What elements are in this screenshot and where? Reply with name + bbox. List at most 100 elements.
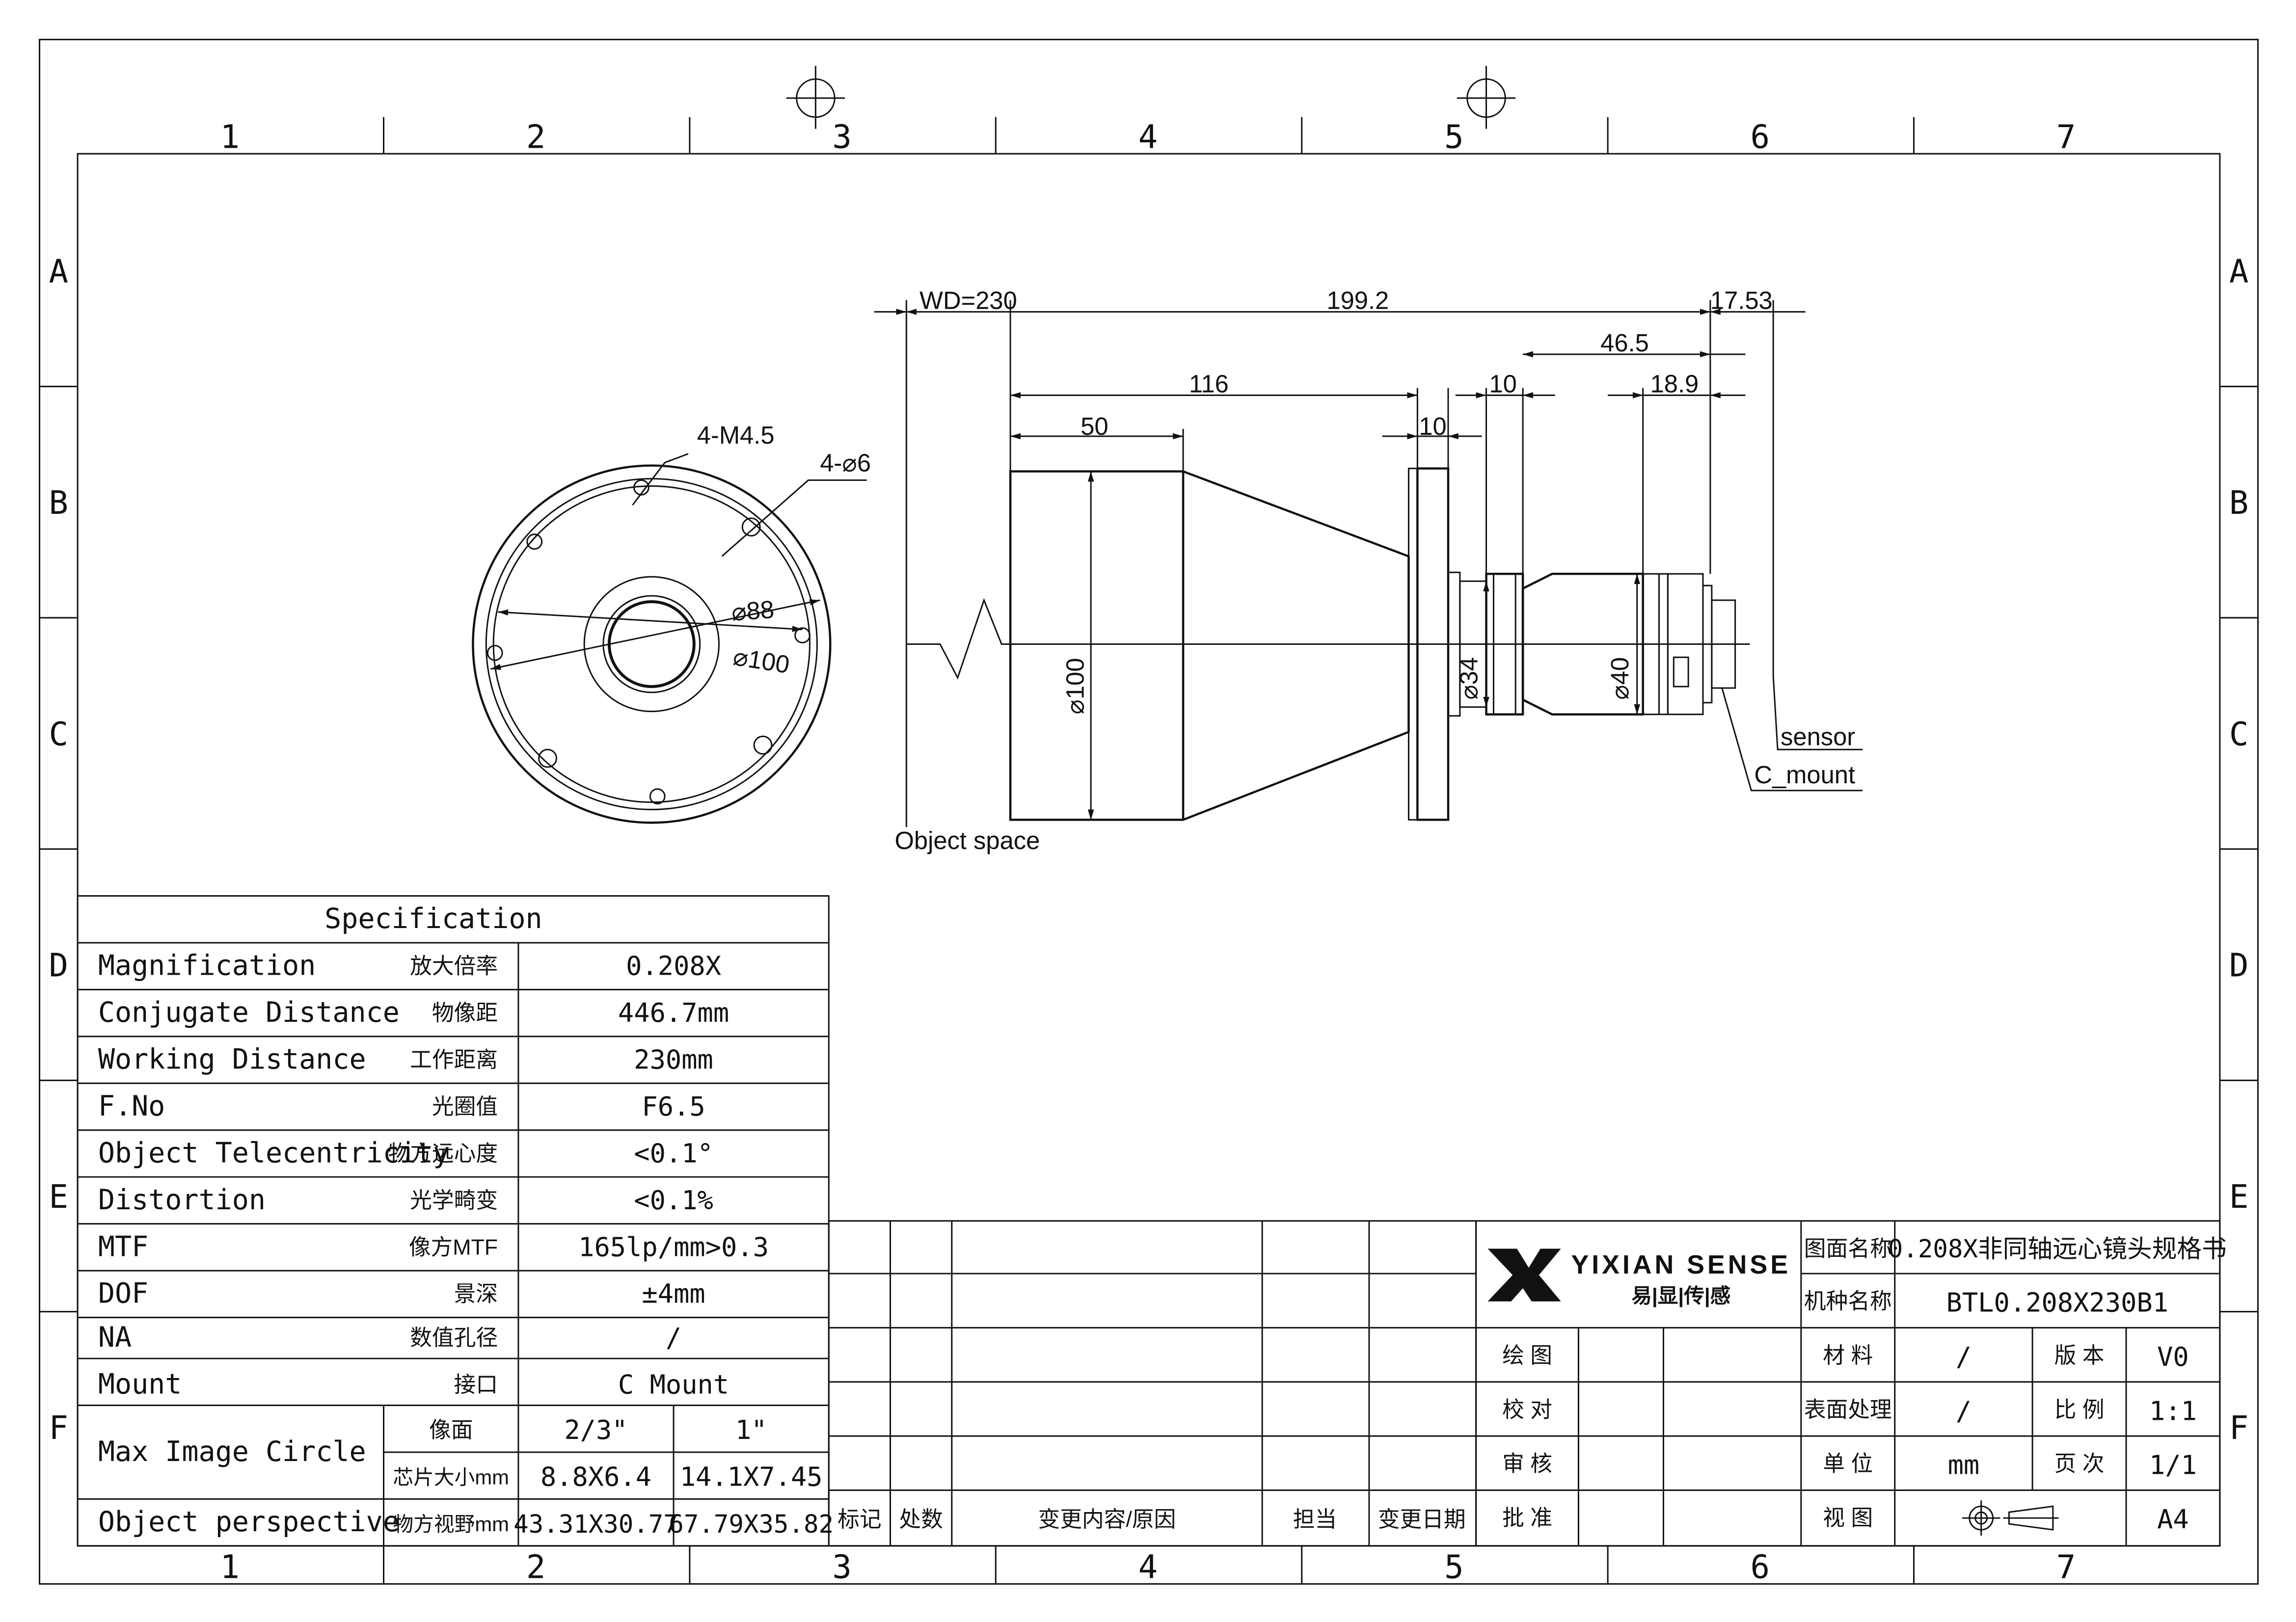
cone-section xyxy=(1183,470,1410,821)
spec-cn-label: 放大倍率 xyxy=(410,954,498,979)
prop-label: 版 本 xyxy=(2054,1343,2105,1368)
leader-phi6 xyxy=(721,479,867,557)
callout-through-holes: 4-⌀6 xyxy=(820,449,871,477)
spec-en-label: Conjugate Distance xyxy=(98,996,400,1029)
row-label-right: C xyxy=(2229,716,2249,753)
row-label-right: A xyxy=(2229,253,2249,291)
title-block-values: 0.208X非同轴远心镜头规格书 BTL0.208X230B1 / / mm V… xyxy=(1888,1234,2227,1535)
prop-label: 材 料 xyxy=(1823,1343,1873,1368)
row-label-left: B xyxy=(49,484,69,522)
col-label-top: 3 xyxy=(832,118,852,156)
spec-en-label: Max Image Circle xyxy=(98,1436,366,1468)
title-block-labels: 图面名称 机种名称 绘 图 校 对 审 核 批 准 材 料 表面处理 单 位 视… xyxy=(1502,1236,2104,1530)
row-label-right: B xyxy=(2229,484,2249,522)
spec-value: / xyxy=(666,1322,681,1353)
spec-en-label: Object Telecentricity xyxy=(98,1137,450,1169)
sign-row-label: 批 准 xyxy=(1502,1506,1552,1530)
col-label-top: 7 xyxy=(2056,118,2076,156)
prop-value: 1/1 xyxy=(2149,1450,2197,1481)
drawing-name-label: 图面名称 xyxy=(1804,1236,1892,1261)
revision-header: 变更日期 xyxy=(1378,1507,1466,1532)
dim-flange-thickness: 10 xyxy=(1419,412,1446,440)
spec-value: C Mount xyxy=(618,1369,729,1400)
revision-block xyxy=(828,1220,1477,1547)
col-label-bottom: 4 xyxy=(1138,1548,1158,1586)
prop-value: / xyxy=(1956,1395,1972,1426)
drawing-name: 0.208X非同轴远心镜头规格书 xyxy=(1888,1234,2227,1263)
dim-front-to-flange: 116 xyxy=(1189,370,1229,398)
c-mount-thread xyxy=(1711,599,1736,689)
spec-values: 0.208X 446.7mm 230mm F6.5 <0.1° <0.1% 16… xyxy=(513,951,834,1539)
front-view-callouts: 4-M4.5 4-⌀6 ⌀88 ⌀100 xyxy=(697,421,871,679)
company-logo-mark xyxy=(1487,1249,1561,1302)
label-c-mount: C_mount xyxy=(1754,761,1855,789)
spec-en-label: Magnification xyxy=(98,950,316,982)
spec-cn-label: 光圈值 xyxy=(432,1094,498,1119)
spec-cn-labels: 放大倍率 物像距 工作距离 光圈值 物方远心度 光学畸变 像方MTF 景深 数值… xyxy=(388,954,498,1397)
dim-rear-barrel: 46.5 xyxy=(1600,329,1649,357)
prop-label: 视 图 xyxy=(1823,1506,1873,1530)
optical-axis xyxy=(906,598,1750,680)
spec-en-label: Distortion xyxy=(98,1184,266,1216)
dim-working-distance: WD=230 xyxy=(919,286,1017,314)
projection-icon xyxy=(1962,1500,2059,1536)
sign-row-label: 校 对 xyxy=(1502,1397,1552,1422)
row-label-right: F xyxy=(2229,1409,2249,1447)
col-label-bottom: 6 xyxy=(1751,1548,1770,1586)
col-label-top: 6 xyxy=(1751,118,1770,156)
prop-value: / xyxy=(1956,1341,1972,1372)
prop-value: V0 xyxy=(2157,1341,2189,1372)
revision-header: 变更内容/原因 xyxy=(1038,1507,1176,1532)
dim-rear-diameter: ⌀40 xyxy=(1606,657,1634,700)
spec-value: 43.31X30.77 xyxy=(513,1510,678,1539)
spec-en-label: MTF xyxy=(98,1230,148,1263)
spec-en-label: Object perspective xyxy=(98,1506,400,1538)
row-label-right: D xyxy=(2229,947,2249,984)
spec-en-label: F.No xyxy=(98,1090,165,1122)
prop-value: 1:1 xyxy=(2149,1395,2197,1426)
sensor-leader xyxy=(1772,676,1863,750)
spec-cn-label: 工作距离 xyxy=(410,1047,498,1072)
spec-cn-label: 像面 xyxy=(429,1418,473,1442)
sign-row-label: 绘 图 xyxy=(1502,1343,1552,1368)
leader-m45 xyxy=(632,453,689,506)
spec-value: <0.1% xyxy=(634,1185,713,1216)
side-view xyxy=(874,300,1863,827)
c-mount-leader xyxy=(1721,688,1863,792)
dim-front-diameter: ⌀100 xyxy=(1061,658,1089,715)
prop-label: 比 例 xyxy=(2054,1397,2105,1422)
row-label-left: D xyxy=(49,947,69,984)
spec-cn-label: 物方视野mm xyxy=(393,1513,509,1536)
company-name-cn: 易|显|传|感 xyxy=(1631,1284,1730,1308)
col-label-bottom: 2 xyxy=(526,1548,546,1586)
spec-value: 8.8X6.4 xyxy=(540,1462,651,1492)
spec-cn-sublabels: 像面 芯片大小mm 物方视野mm xyxy=(393,1418,509,1536)
revision-header: 担当 xyxy=(1293,1507,1337,1532)
sheet-size: A4 xyxy=(2157,1504,2189,1535)
spec-en-label: DOF xyxy=(98,1277,148,1310)
spec-en-label: Mount xyxy=(98,1368,182,1401)
diameter-100-line xyxy=(490,599,820,670)
spec-cn-label: 物像距 xyxy=(432,1001,498,1025)
spec-value: 230mm xyxy=(634,1044,713,1075)
spec-cn-label: 像方MTF xyxy=(409,1235,498,1259)
spec-table xyxy=(77,895,830,1547)
spec-en-label: Working Distance xyxy=(98,1043,366,1075)
spec-value: 14.1X7.45 xyxy=(680,1462,823,1492)
col-label-bottom: 5 xyxy=(1444,1548,1464,1586)
prop-label: 页 次 xyxy=(2054,1452,2105,1476)
spec-cn-label: 物方远心度 xyxy=(388,1141,498,1166)
row-label-right: E xyxy=(2229,1178,2249,1216)
row-label-left: C xyxy=(49,716,69,753)
spec-value: 446.7mm xyxy=(618,997,729,1028)
spec-value: 1" xyxy=(735,1414,767,1445)
sign-row-label: 审 核 xyxy=(1502,1452,1552,1476)
col-label-top: 2 xyxy=(526,118,546,156)
col-label-top: 1 xyxy=(220,118,240,156)
row-label-left: E xyxy=(49,1178,69,1216)
front-barrel xyxy=(1009,470,1185,821)
prop-label: 单 位 xyxy=(1823,1452,1873,1476)
side-view-dimensions: WD=230 199.2 17.53 46.5 116 10 18.9 50 1… xyxy=(894,286,1855,854)
spec-cn-label: 数值孔径 xyxy=(410,1326,498,1350)
spec-value: 2/3" xyxy=(564,1414,627,1445)
